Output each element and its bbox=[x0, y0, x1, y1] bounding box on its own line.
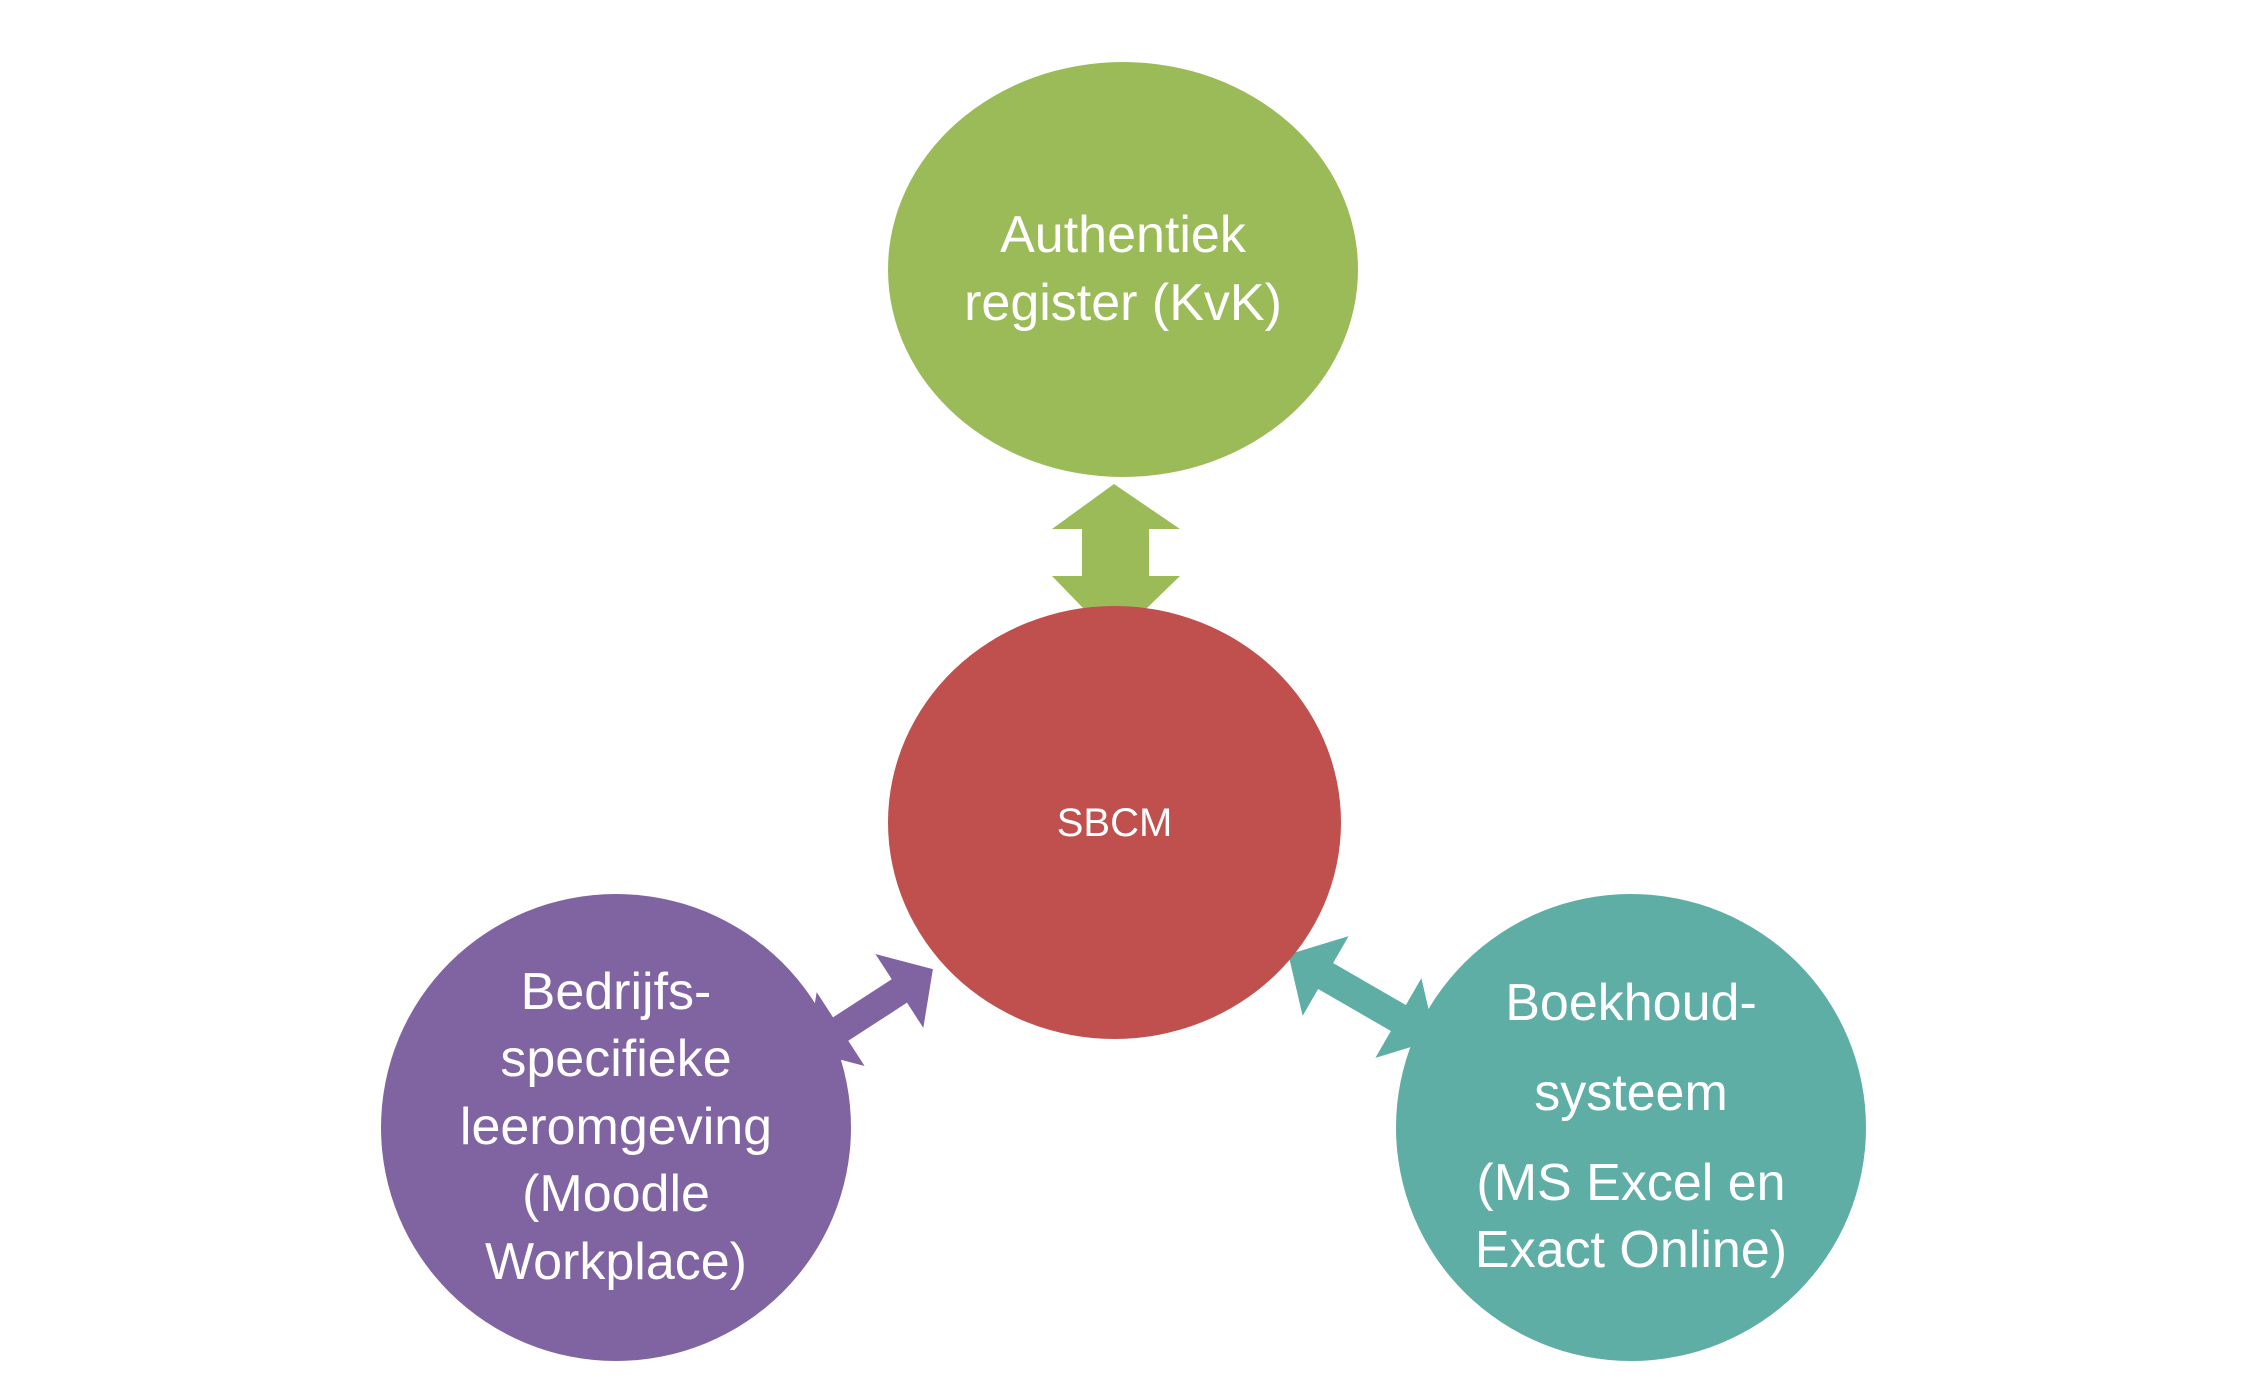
node-label-line: Bedrijfs- bbox=[520, 962, 712, 1021]
node-label-line: leeromgeving bbox=[459, 1097, 773, 1156]
node-label-line: systeem bbox=[1534, 1063, 1728, 1122]
node-authentiek-register: Authentiek register (KvK) bbox=[888, 62, 1358, 477]
arrow-left-center bbox=[807, 954, 933, 1066]
node-label-line: (Moodle bbox=[522, 1165, 710, 1224]
node-label-line: Authentiek bbox=[1000, 205, 1246, 264]
node-boekhoudsysteem: Boekhoud- systeem (MS Excel en Exact Onl… bbox=[1396, 894, 1866, 1361]
node-sbcm: SBCM bbox=[888, 606, 1341, 1039]
node-label-line: Exact Online) bbox=[1474, 1221, 1788, 1280]
arrow-right-center bbox=[1288, 936, 1436, 1058]
node-label-line: register (KvK) bbox=[964, 273, 1282, 332]
node-label-line: (MS Excel en bbox=[1476, 1153, 1786, 1212]
arrow-top-center bbox=[1052, 484, 1180, 640]
node-label-line: Boekhoud- bbox=[1505, 974, 1757, 1033]
node-label-group: (MS Excel en Exact Online) bbox=[1475, 1150, 1787, 1285]
node-leeromgeving: Bedrijfs- specifieke leeromgeving (Moodl… bbox=[381, 894, 851, 1361]
node-label-line: Workplace) bbox=[484, 1232, 747, 1291]
node-label-group: Boekhoud- systeem bbox=[1505, 970, 1757, 1127]
node-label-line: SBCM bbox=[1056, 800, 1173, 845]
node-label-line: specifieke bbox=[500, 1030, 732, 1089]
